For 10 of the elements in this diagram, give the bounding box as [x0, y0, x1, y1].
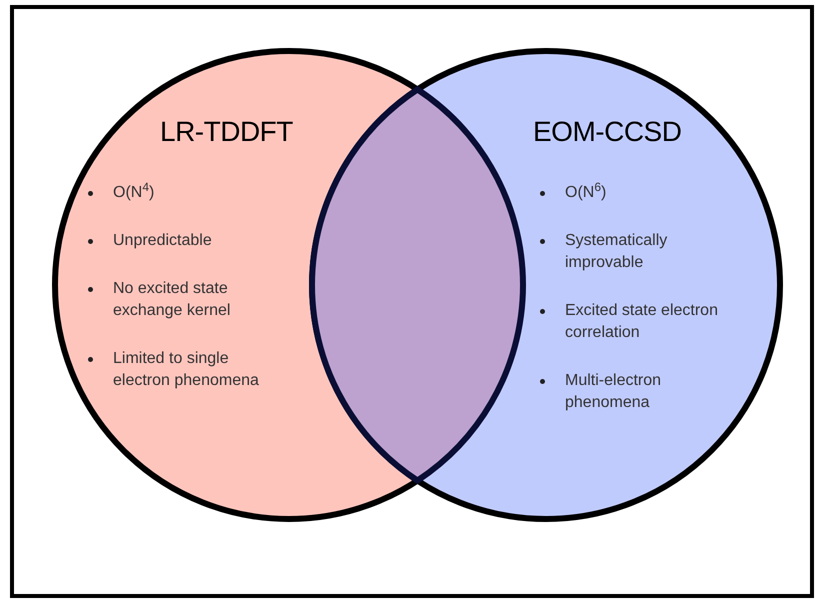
bullet-text: Systematically improvable — [565, 231, 668, 273]
circle-title: LR-TDDFT — [160, 115, 293, 149]
bullet-text: O(N$^{4}$) — [113, 182, 154, 203]
bullet-text: Limited to single electron phenomena — [113, 349, 260, 391]
circle-title: EOM-CCSD — [533, 115, 682, 149]
bullet-text: No excited state exchange kernel — [113, 279, 232, 321]
bullet-text: Excited state electron correlation — [565, 301, 719, 343]
bullet-text: Unpredictable — [113, 231, 212, 251]
bullet-text: O(N$^{6}$) — [565, 182, 606, 203]
bullet-text: Multi-electron phenomena — [565, 371, 662, 413]
